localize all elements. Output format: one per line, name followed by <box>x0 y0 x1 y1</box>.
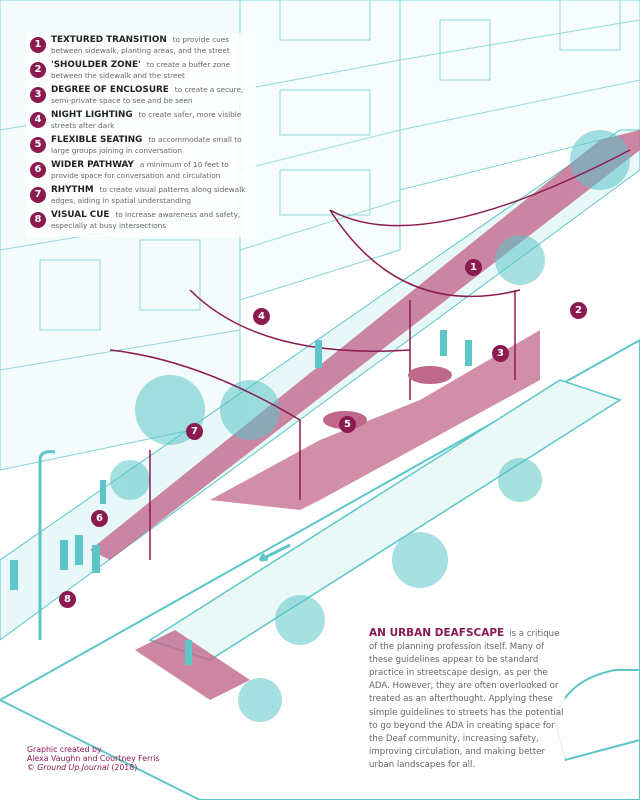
number-badge: 7 <box>30 187 46 203</box>
legend-desc: to create a buffer zone between the side… <box>51 60 231 80</box>
year: (2018) <box>111 763 138 772</box>
journal: Ground Up Journal <box>37 763 109 772</box>
lane-arrow <box>258 543 291 562</box>
legend-title: 'SHOULDER ZONE' <box>51 60 141 70</box>
people <box>10 330 472 665</box>
legend-desc: to create visual patterns along sidewalk… <box>51 185 246 205</box>
legend-title: RHYTHM <box>51 185 94 195</box>
number-badge: 3 <box>30 87 46 103</box>
legend-item: 2 'SHOULDER ZONE'to create a buffer zone … <box>30 60 252 81</box>
legend-title: DEGREE OF ENCLOSURE <box>51 85 169 95</box>
legend-desc: to increase awareness and safety, especi… <box>51 210 241 230</box>
marker-2: 2 <box>570 302 587 319</box>
legend-desc: to create safer, more visible streets af… <box>51 110 242 130</box>
marker-8: 8 <box>59 591 76 608</box>
number-badge: 8 <box>30 212 46 228</box>
legend-desc: to create a secure, semi-private space t… <box>51 85 244 105</box>
marker-7: 7 <box>186 423 203 440</box>
credit: Graphic created by Alexa Vaughn and Cour… <box>27 745 160 772</box>
legend-title: TEXTURED TRANSITION <box>51 35 167 45</box>
legend-title: FLEXIBLE SEATING <box>51 135 143 145</box>
marker-4: 4 <box>253 308 270 325</box>
marker-3: 3 <box>492 345 509 362</box>
number-badge: 4 <box>30 112 46 128</box>
copyright: © <box>27 763 35 772</box>
crosswalk-cue <box>135 630 250 700</box>
string-lights <box>109 149 631 560</box>
legend-title: NIGHT LIGHTING <box>51 110 133 120</box>
essay-title: AN URBAN DEAFSCAPE <box>369 627 505 639</box>
marker-5: 5 <box>339 416 356 433</box>
streetlamp <box>38 450 56 640</box>
marker-1: 1 <box>465 259 482 276</box>
legend-desc: to accommodate small to large groups joi… <box>51 135 242 155</box>
legend-desc: to provide cues between sidewalk, planti… <box>51 35 230 55</box>
marker-6: 6 <box>91 510 108 527</box>
credit-line1: Graphic created by <box>27 745 102 754</box>
legend-title: VISUAL CUE <box>51 210 110 220</box>
number-badge: 1 <box>30 37 46 53</box>
number-badge: 6 <box>30 162 46 178</box>
plaza-paving <box>210 330 540 510</box>
legend-title: WIDER PATHWAY <box>51 160 134 170</box>
legend-desc: a minimum of 10 feet to provide space fo… <box>51 160 229 180</box>
number-badge: 2 <box>30 62 46 78</box>
essay-body: is a critique of the planning profession… <box>369 629 564 770</box>
credit-line2: Alexa Vaughn and Courtney Ferris <box>27 754 160 763</box>
number-badge: 5 <box>30 137 46 153</box>
textured-paving <box>90 130 640 560</box>
